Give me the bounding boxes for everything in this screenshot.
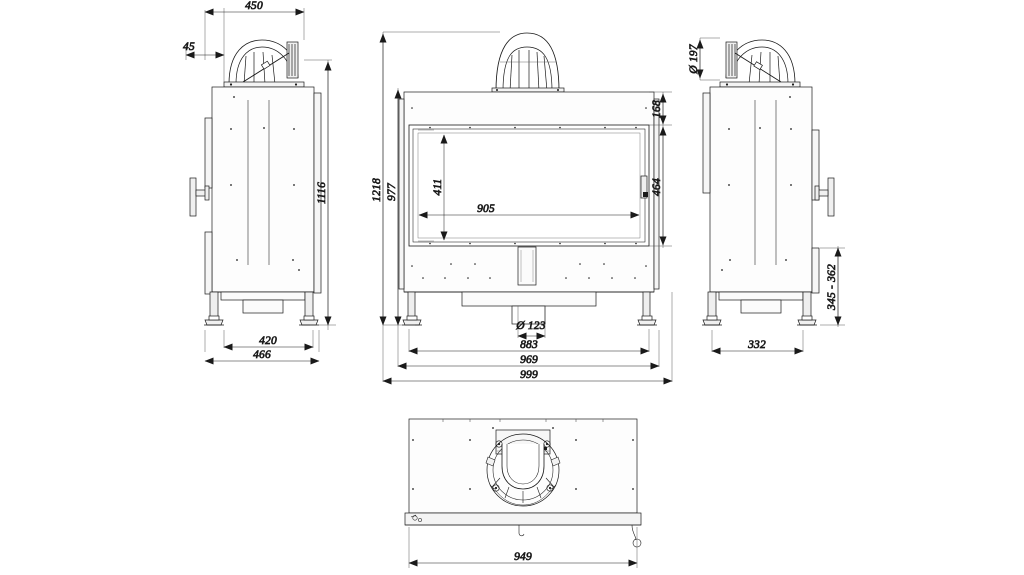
dim-999-label: 999 (520, 369, 538, 381)
dim-420-label: 420 (259, 335, 277, 347)
left-body (189, 86, 322, 295)
dim-1116-label: 1116 (316, 182, 328, 204)
dim-168-label: 168 (651, 100, 663, 118)
dim-leg-height-label: 345 - 362 (826, 264, 838, 311)
dim-flue-197: Ø 197 (688, 39, 704, 79)
front-body (398, 91, 660, 293)
dim-leg-height: 345 - 362 (826, 247, 842, 326)
dim-45-label: 45 (183, 41, 195, 53)
dim-977-label: 977 (386, 182, 398, 201)
dim-411: 411 (432, 134, 448, 241)
front-flue-assembly (491, 32, 565, 93)
dim-905-label: 905 (477, 203, 495, 215)
dim-905: 905 (418, 203, 640, 219)
dim-883: 883 (408, 339, 650, 355)
right-body (702, 86, 835, 294)
plan-fasteners (412, 427, 634, 490)
plan-levers (485, 456, 561, 467)
front-base-legs (402, 291, 657, 326)
dim-168: 168 (651, 93, 667, 125)
dim-949: 949 (408, 551, 638, 567)
left-base-legs (204, 291, 319, 326)
right-base-legs (702, 291, 817, 326)
dim-420: 420 (223, 335, 314, 351)
view-top-plan: 949 (404, 418, 642, 568)
plan-damper-blades (489, 477, 557, 503)
dim-466: 466 (204, 349, 320, 365)
dim-450: 450 (204, 0, 305, 16)
dim-flue-123-label: Ø 123 (515, 320, 545, 332)
dim-332: 332 (711, 339, 804, 355)
dim-1116: 1116 (316, 61, 332, 326)
dim-1218: 1218 (371, 33, 387, 326)
dim-969: 969 (397, 354, 660, 370)
dim-411-label: 411 (432, 179, 444, 196)
left-flue-assembly (223, 39, 305, 88)
dim-969-label: 969 (520, 354, 538, 366)
dim-466-label: 466 (253, 349, 271, 361)
dim-977: 977 (386, 89, 402, 326)
view-left-side-elevation: 450 45 1116 420 466 (183, 0, 336, 365)
dim-45: 45 (183, 41, 225, 60)
plan-edge-ticks (442, 419, 604, 422)
dim-450-label: 450 (245, 0, 263, 12)
view-right-side-elevation: Ø 197 332 345 - 362 (688, 37, 845, 355)
plan-bolt-circles (492, 440, 554, 492)
dim-332-label: 332 (747, 339, 766, 351)
dim-flue-197-label: Ø 197 (688, 43, 700, 74)
dim-949-label: 949 (514, 551, 532, 563)
dim-883-label: 883 (520, 339, 538, 351)
dim-1218-label: 1218 (371, 178, 383, 202)
dim-464: 464 (651, 126, 667, 246)
view-front-elevation: 1218 977 168 464 411 905 Ø (371, 31, 673, 385)
dim-flue-123: Ø 123 (515, 320, 546, 340)
dim-464-label: 464 (651, 178, 663, 196)
dim-999: 999 (382, 369, 673, 385)
